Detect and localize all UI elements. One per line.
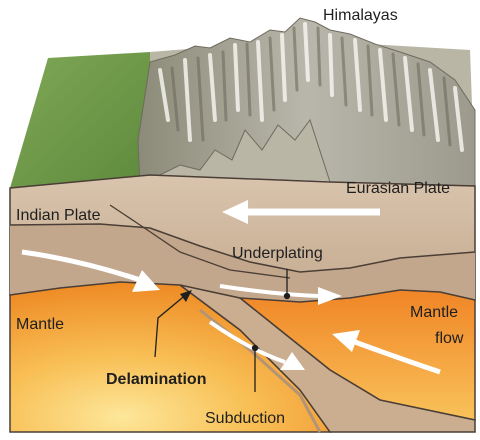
indian-plate-lower — [10, 224, 475, 302]
callout-lines — [154, 269, 291, 392]
label-mantle-flow-line1: Mantle — [410, 304, 458, 321]
snow-ridges — [158, 22, 464, 152]
label-mantle: Mantle — [16, 316, 64, 333]
label-subduction: Subduction — [205, 410, 285, 427]
label-indian-plate: Indian Plate — [16, 207, 101, 224]
plate-boundary-line — [9, 223, 476, 273]
green-plain — [10, 52, 150, 188]
label-mantle-flow-line2: flow — [435, 330, 464, 347]
suture-line — [109, 204, 291, 279]
label-underplating: Underplating — [232, 245, 323, 262]
label-himalayas: Himalayas — [323, 7, 398, 24]
motion-arrows — [21, 200, 441, 375]
label-delamination: Delamination — [106, 371, 206, 388]
label-eurasian-plate: Eurasian Plate — [346, 180, 450, 197]
shadow-ridges — [170, 26, 452, 147]
